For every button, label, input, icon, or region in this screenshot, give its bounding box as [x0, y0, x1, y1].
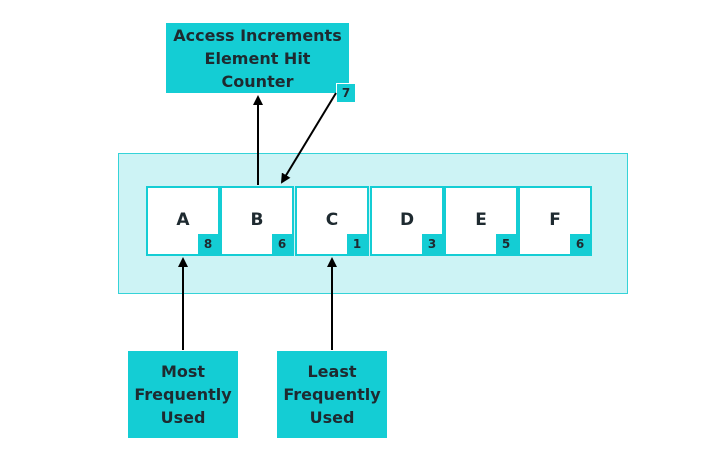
- mfu-line2: Frequently: [134, 385, 232, 404]
- cell-letter: F: [549, 210, 561, 230]
- cache-cell-e: E 5: [444, 186, 518, 256]
- cell-letter: A: [176, 210, 190, 230]
- cell-letter: C: [325, 210, 339, 230]
- access-increments-line2: Element Hit Counter: [204, 48, 311, 91]
- hit-counter-badge: 7: [336, 83, 356, 103]
- mfu-line3: Used: [160, 408, 206, 427]
- cache-cell-b: B 6: [220, 186, 294, 256]
- mfu-line1: Most: [160, 362, 206, 381]
- access-increments-line1: Access Increments: [173, 25, 342, 45]
- access-increments-label: Access Increments Element Hit Counter: [166, 23, 349, 93]
- cell-hit-count: 1: [347, 234, 367, 254]
- cache-cell-c: C 1: [295, 186, 369, 256]
- lfu-line2: Frequently: [283, 385, 381, 404]
- most-frequently-used-label: Most Frequently Used: [128, 351, 238, 438]
- lfu-line3: Used: [309, 408, 355, 427]
- cell-letter: B: [250, 210, 264, 230]
- cell-hit-count: 6: [272, 234, 292, 254]
- lfu-line1: Least: [307, 362, 357, 381]
- cell-hit-count: 8: [198, 234, 218, 254]
- cell-hit-count: 5: [496, 234, 516, 254]
- cell-hit-count: 3: [422, 234, 442, 254]
- cell-letter: D: [399, 210, 415, 230]
- cache-cell-d: D 3: [370, 186, 444, 256]
- cache-cell-f: F 6: [518, 186, 592, 256]
- cell-letter: E: [475, 210, 487, 230]
- cell-hit-count: 6: [570, 234, 590, 254]
- least-frequently-used-label: Least Frequently Used: [277, 351, 387, 438]
- cache-cell-a: A 8: [146, 186, 220, 256]
